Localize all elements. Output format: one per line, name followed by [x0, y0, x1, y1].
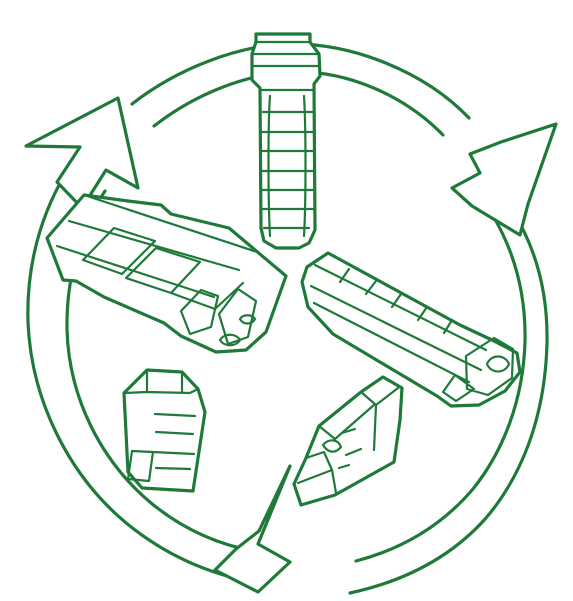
inkjet-cartridge-small-group	[124, 370, 205, 491]
toner-bottle-group	[252, 34, 320, 248]
inkjet-cartridge-small	[124, 370, 205, 491]
cycle-arrow-left	[26, 98, 138, 208]
cycle-arrow-bottom	[215, 466, 290, 592]
laser-toner-cartridge-group	[47, 195, 286, 352]
cycle-arrow-right	[452, 124, 556, 235]
imaging-drum-unit-group	[302, 253, 520, 406]
inkjet-cartridge-large-group	[294, 377, 402, 505]
